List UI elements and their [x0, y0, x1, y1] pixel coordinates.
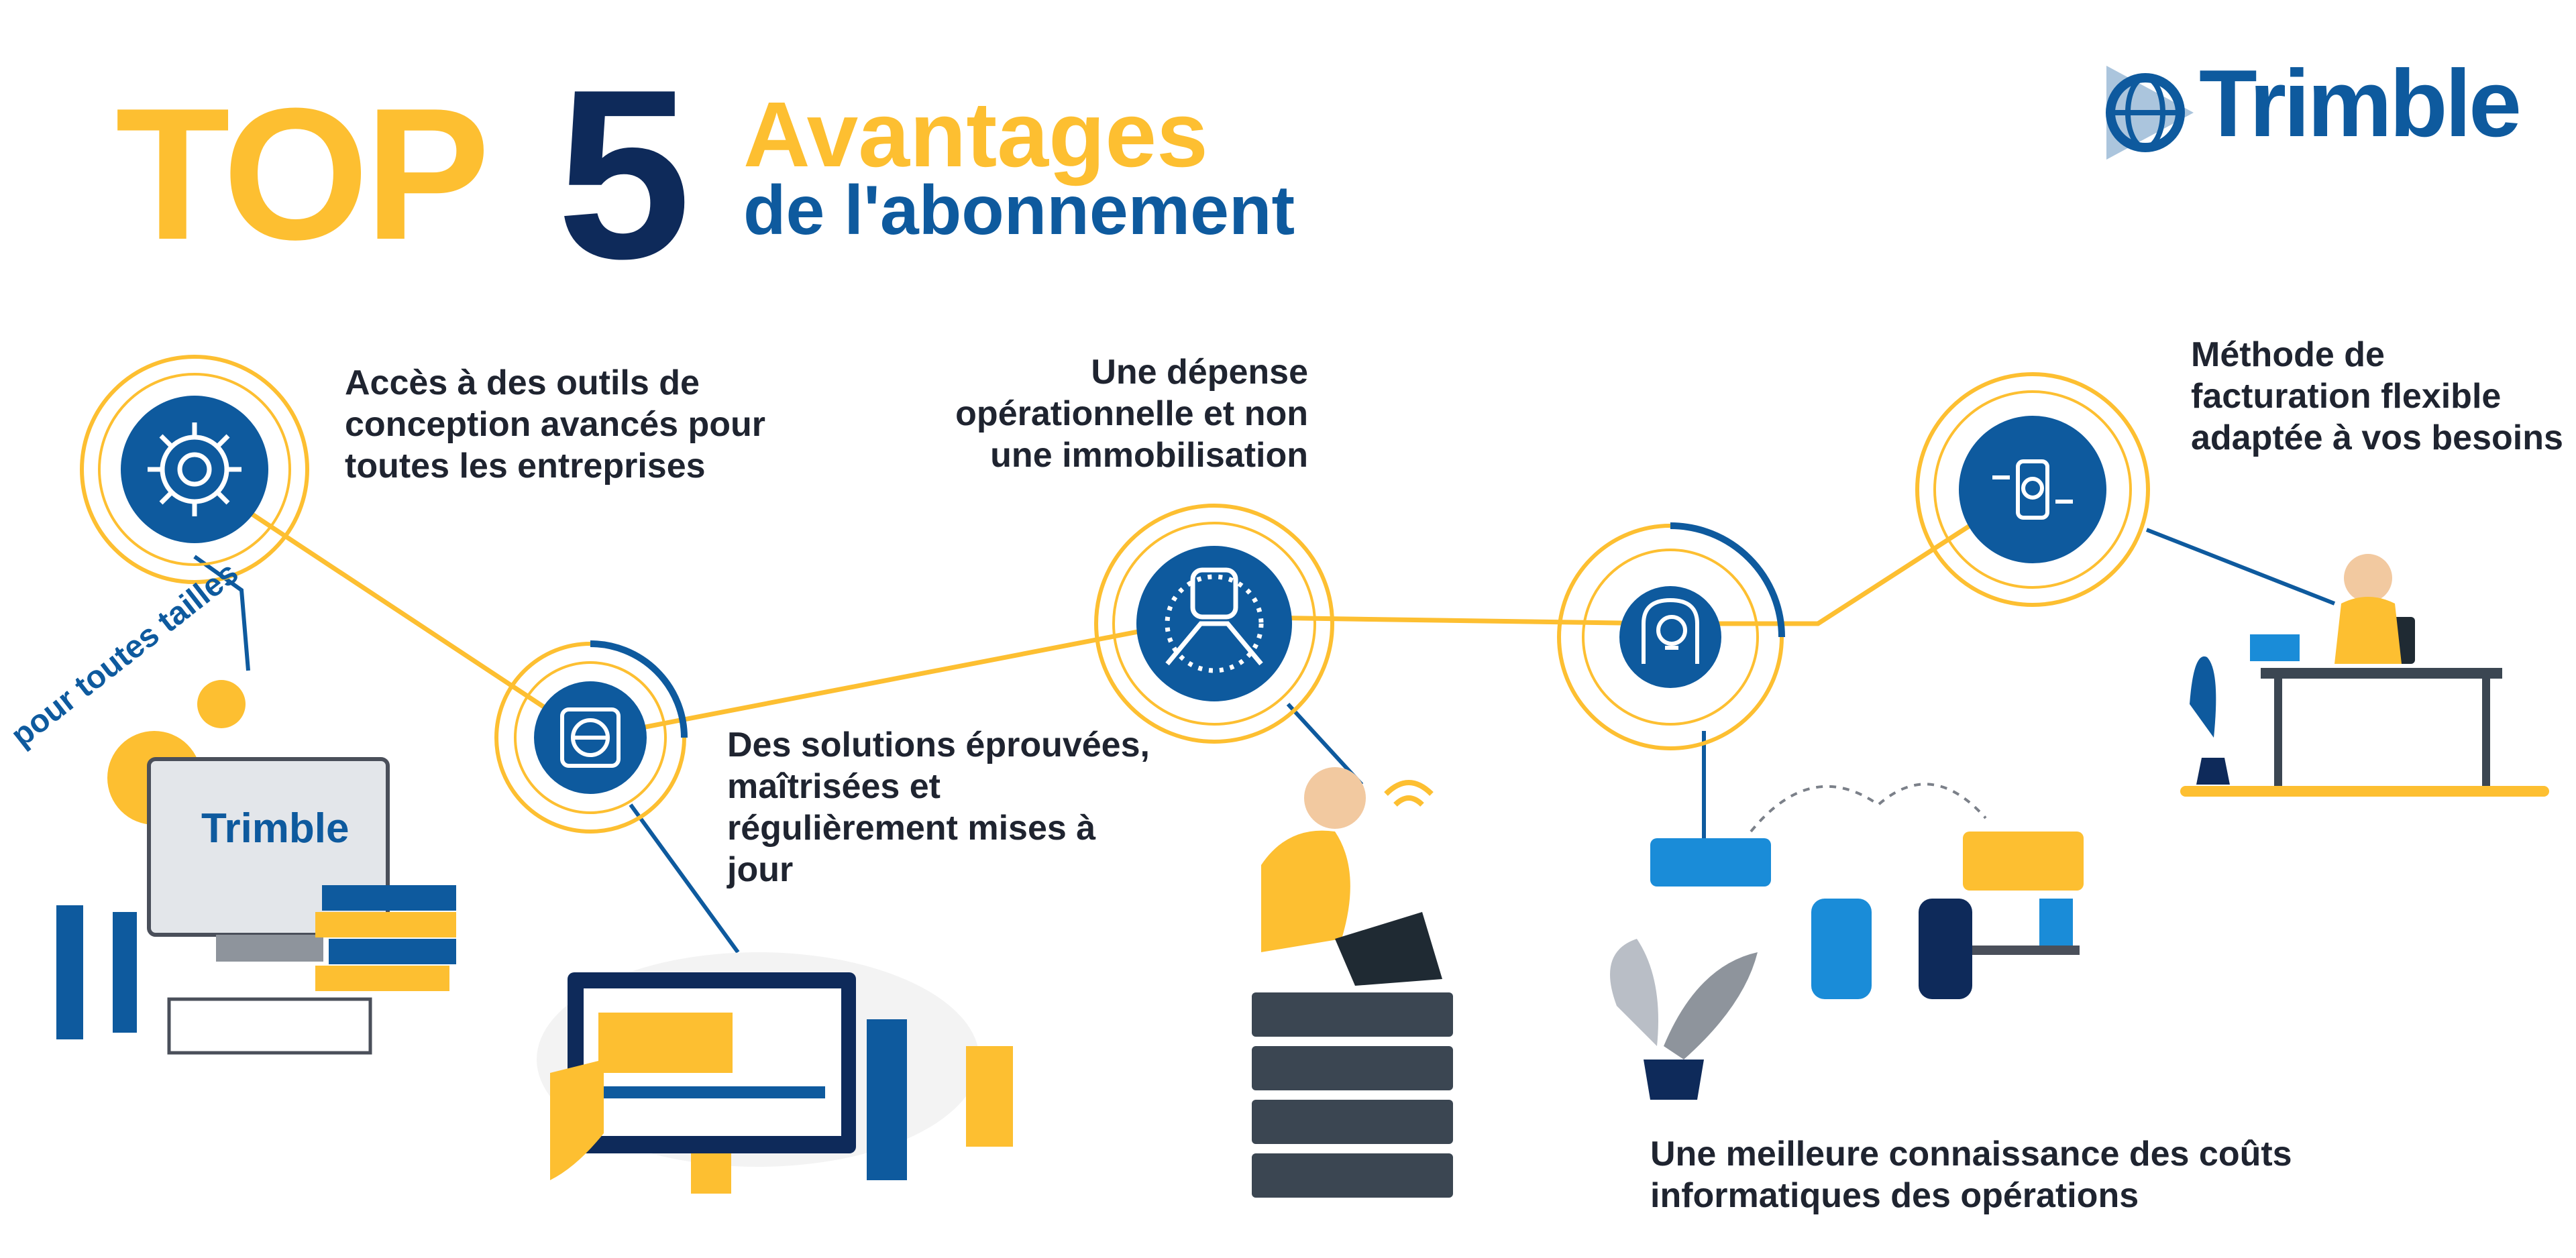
- title-avantages: Avantages: [743, 83, 1208, 186]
- benefit-5-badge: [1915, 372, 2150, 607]
- benefit-3-badge: [1094, 504, 1334, 744]
- title-subtitle: de l'abonnement: [743, 172, 1295, 249]
- refresh-globe-icon: [560, 707, 621, 768]
- title-top: TOP: [115, 70, 490, 279]
- server-illustration: [1252, 767, 1453, 1198]
- trimble-logo-text: Trimble: [2199, 50, 2522, 157]
- chat-illustration: [1610, 783, 2084, 1100]
- benefit-1-text: Accès à des outils de conception avancés…: [345, 363, 766, 485]
- benefit-2-badge: [494, 640, 688, 834]
- middle-left-illustration: [537, 952, 1013, 1194]
- screen-logo: Trimble: [201, 805, 350, 852]
- benefit-1-badge: [80, 355, 309, 584]
- mobile-payment-icon: [1992, 459, 2073, 520]
- desk-illustration: [2180, 554, 2549, 797]
- benefit-3-text: Une dépense opérationnelle et non une im…: [955, 353, 1308, 475]
- benefit-2-text: Des solutions éprouvées, maîtrisées et r…: [727, 726, 1150, 889]
- lightbulb-head-icon: [1642, 597, 1699, 664]
- gear-icon: [148, 422, 241, 516]
- benefit-5-text: Méthode de facturation flexible adaptée …: [2191, 335, 2563, 457]
- benefit-4-text: Une meilleure connaissance des coûts inf…: [1650, 1135, 2292, 1215]
- trimble-globe-icon: [2106, 66, 2194, 160]
- left-illustration: [56, 680, 456, 1055]
- benefit-4-badge: [1557, 522, 1785, 750]
- title-number: 5: [557, 40, 692, 309]
- teamwork-hands-icon: [1165, 567, 1264, 673]
